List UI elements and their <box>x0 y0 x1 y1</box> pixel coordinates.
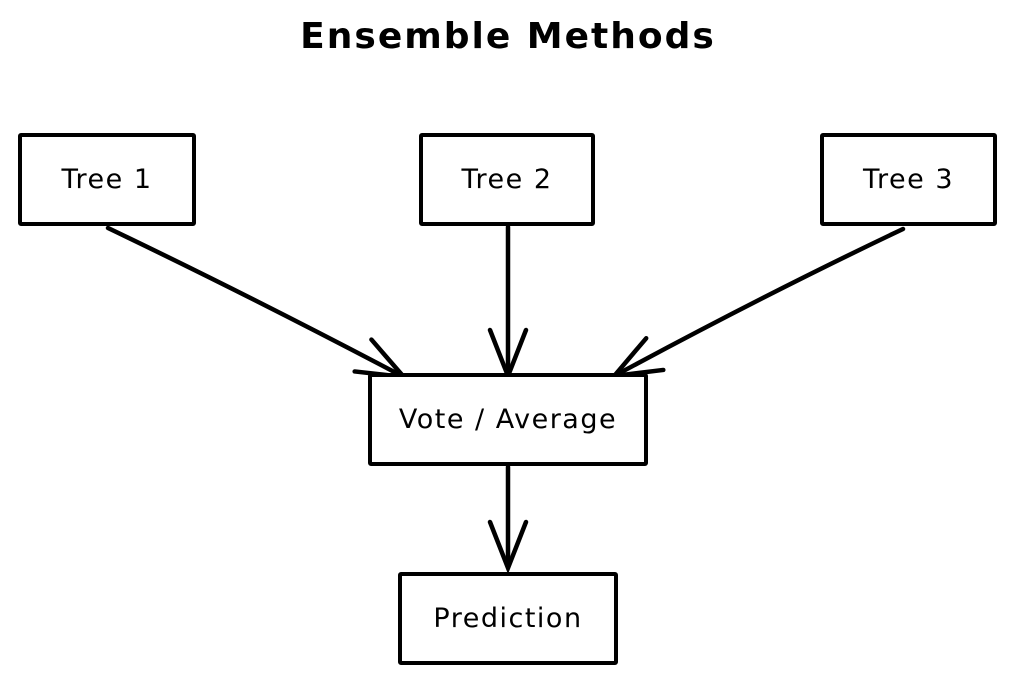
node-tree-1: Tree 1 <box>18 133 196 226</box>
node-prediction: Prediction <box>398 572 618 665</box>
node-tree-3-label: Tree 3 <box>862 164 954 195</box>
edge-tree3-to-vote <box>608 226 906 379</box>
node-vote-average: Vote / Average <box>368 373 648 466</box>
diagram-title: Ensemble Methods <box>300 16 716 57</box>
node-vote-average-label: Vote / Average <box>398 404 618 435</box>
node-tree-1-label: Tree 1 <box>61 164 153 195</box>
edge-tree1-to-vote <box>105 225 410 380</box>
node-tree-3: Tree 3 <box>820 133 997 226</box>
node-tree-2-label: Tree 2 <box>461 164 553 195</box>
node-prediction-label: Prediction <box>433 603 583 634</box>
node-tree-2: Tree 2 <box>419 133 595 226</box>
